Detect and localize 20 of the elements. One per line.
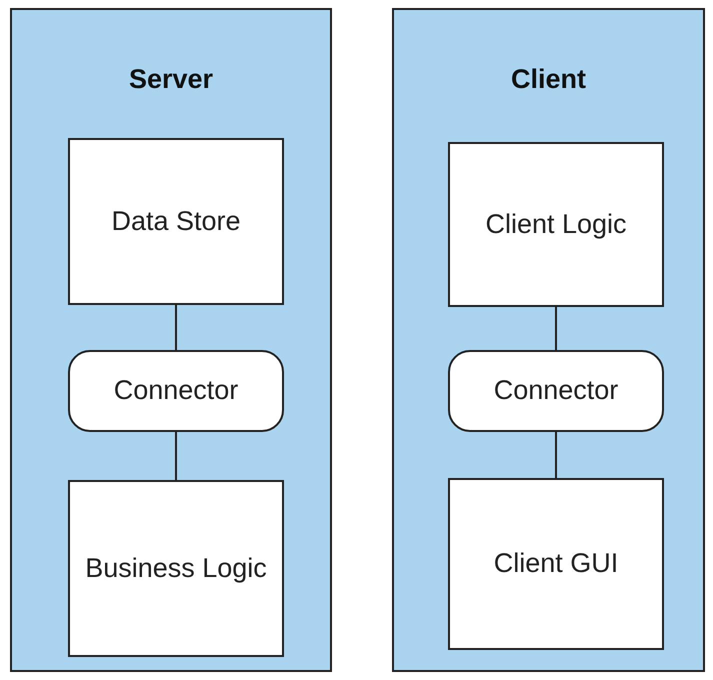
connector-line — [555, 307, 557, 350]
component-box — [448, 478, 664, 650]
connector-line — [555, 432, 557, 478]
connector-line — [175, 432, 177, 480]
connector-box — [68, 350, 284, 432]
client-panel — [392, 8, 705, 672]
box-label: Connector — [112, 374, 240, 408]
box-label: Client GUI — [492, 547, 620, 580]
component-box — [68, 480, 284, 657]
box-label: Connector — [492, 374, 620, 408]
panel-title: Server — [128, 64, 214, 95]
connector-box — [448, 350, 664, 432]
server-panel — [10, 8, 332, 672]
box-label: Data Store — [110, 204, 242, 238]
component-box — [68, 138, 284, 305]
box-label: Client Logic — [484, 208, 628, 241]
component-box — [448, 142, 664, 307]
box-label: Business Logic — [84, 552, 268, 585]
connector-line — [175, 305, 177, 350]
panel-title: Client — [510, 64, 587, 95]
